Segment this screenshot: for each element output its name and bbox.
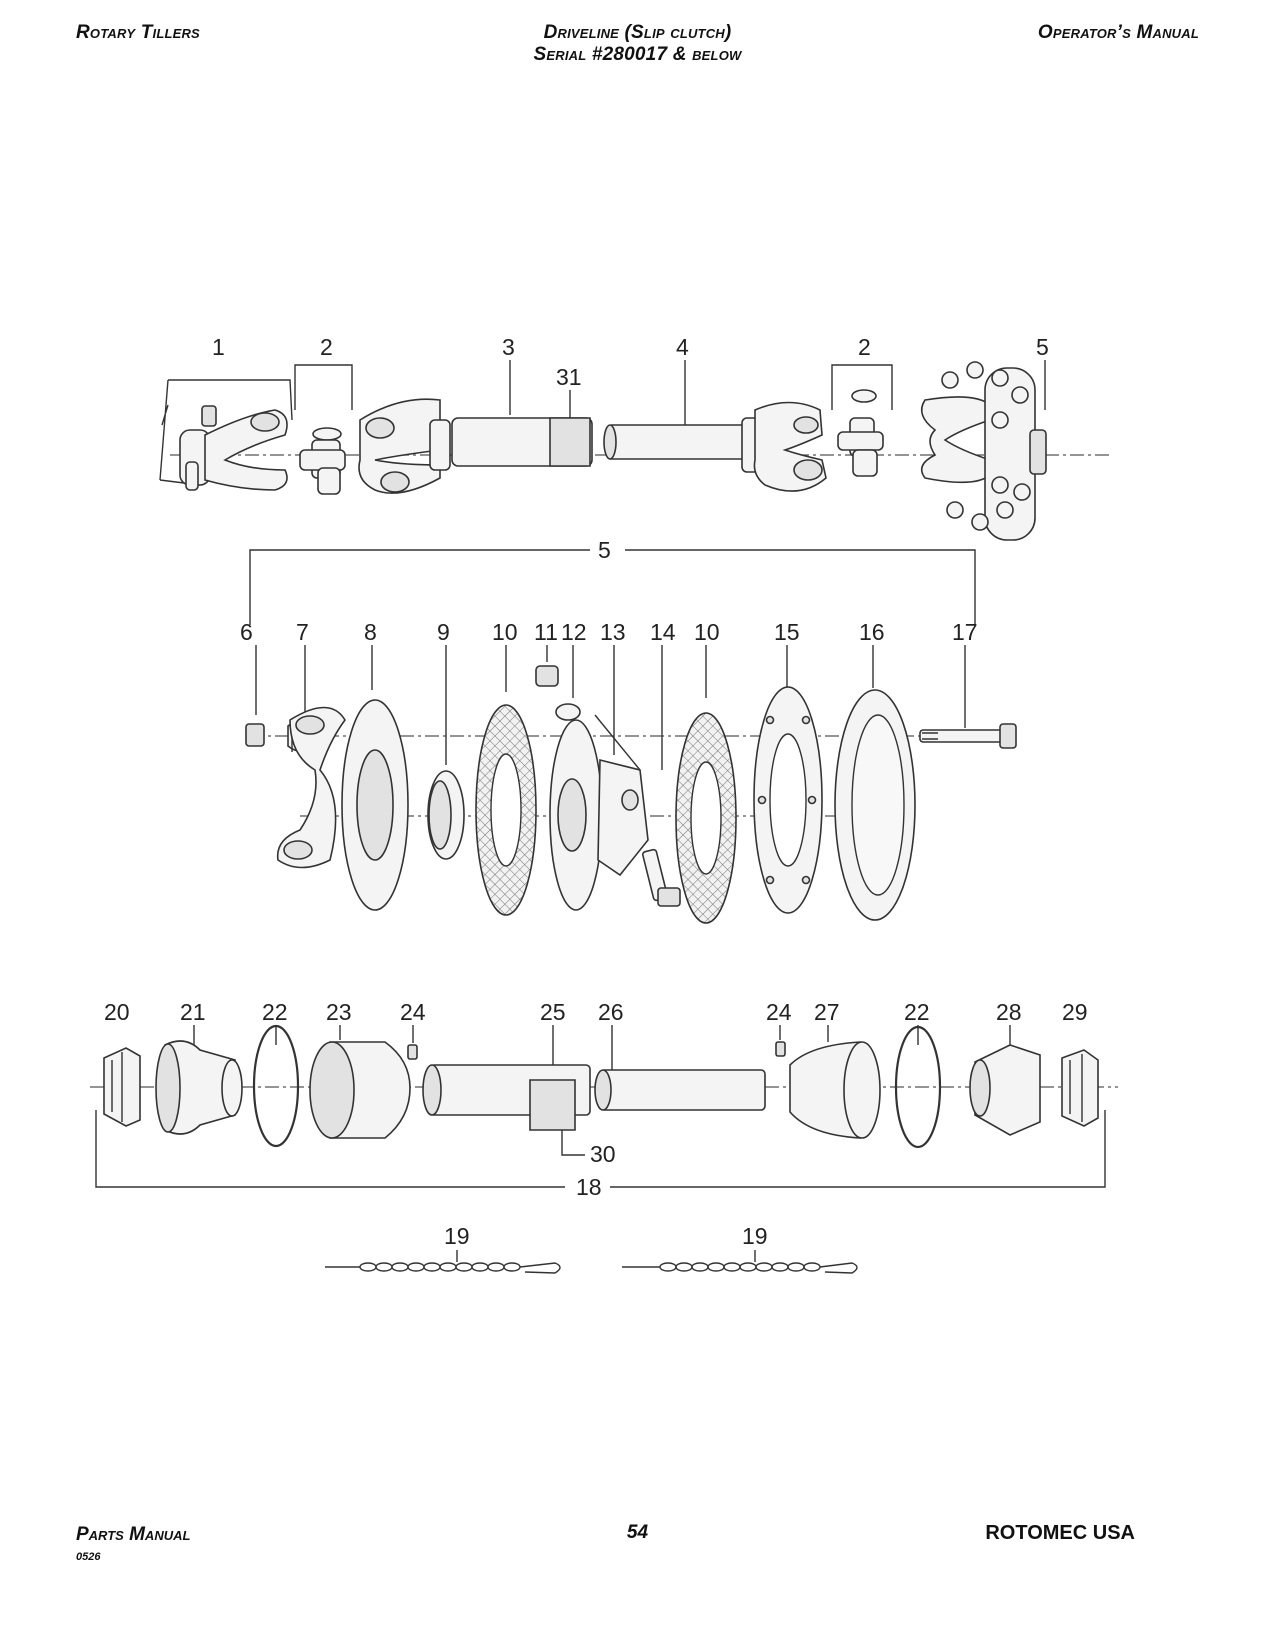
callout-5: 5 xyxy=(1036,334,1049,360)
callout-4: 4 xyxy=(676,334,689,360)
callout-31: 31 xyxy=(556,364,582,390)
callout-28: 28 xyxy=(996,999,1022,1025)
footer-right: ROTOMEC USA xyxy=(985,1522,1135,1544)
callout-17: 17 xyxy=(952,619,978,645)
header-title: Driveline (Slip clutch) xyxy=(543,22,732,43)
row-3-guard-exploded: 18 xyxy=(90,999,1118,1200)
header-subtitle: Serial #280017 & below xyxy=(533,44,742,65)
part-25-outer-guard-tube xyxy=(422,1025,591,1156)
callout-19-right: 19 xyxy=(742,1223,768,1249)
page-number: 54 xyxy=(626,1522,649,1543)
callout-13: 13 xyxy=(600,619,626,645)
part-19-chain-left xyxy=(325,1250,561,1274)
part-22-ring-left xyxy=(252,1024,300,1148)
callout-20: 20 xyxy=(104,999,130,1025)
part-26-inner-guard-tube xyxy=(594,1025,766,1111)
part-27-guard-bell-right xyxy=(789,1025,881,1139)
callout-26: 26 xyxy=(598,999,624,1025)
callout-25: 25 xyxy=(540,999,566,1025)
callout-5-group: 5 xyxy=(598,537,611,563)
footer-left: Parts Manual xyxy=(76,1524,191,1545)
callout-8: 8 xyxy=(364,619,377,645)
callout-22-right: 22 xyxy=(904,999,930,1025)
callout-14: 14 xyxy=(650,619,676,645)
part-10-friction-disc-right xyxy=(675,645,737,924)
part-12-washer xyxy=(555,645,581,721)
callout-18-group: 18 xyxy=(576,1174,602,1200)
callout-15: 15 xyxy=(774,619,800,645)
callout-27: 27 xyxy=(814,999,840,1025)
callout-24-right: 24 xyxy=(766,999,792,1025)
header-center: Driveline (Slip clutch) Serial #280017 &… xyxy=(0,22,1275,66)
callout-11: 11 xyxy=(534,619,558,645)
callout-2-right: 2 xyxy=(858,334,871,360)
exploded-driveline-diagram: 1 2 3 31 4 2 5 5 xyxy=(90,334,1118,1274)
callout-12: 12 xyxy=(561,619,587,645)
callout-7: 7 xyxy=(296,619,309,645)
callout-9: 9 xyxy=(437,619,450,645)
part-20-bearing-ring-left xyxy=(103,1047,141,1127)
part-9-bushing xyxy=(427,645,465,860)
part-inner-yoke-right xyxy=(741,401,827,492)
part-10-friction-disc-left xyxy=(475,645,537,916)
callout-16: 16 xyxy=(859,619,885,645)
callout-2-left: 2 xyxy=(320,334,333,360)
part-23-guard-bell-left xyxy=(309,1025,411,1139)
part-24-screw-left xyxy=(407,1025,418,1060)
part-inner-yoke-left xyxy=(358,398,451,494)
part-3-outer-tube xyxy=(451,360,593,467)
part-22-ring-right xyxy=(894,1025,942,1149)
part-28-guard-cone-right xyxy=(969,1025,1041,1136)
part-11-nut xyxy=(535,645,559,687)
header-left: Rotary Tillers xyxy=(76,22,200,43)
callout-29: 29 xyxy=(1062,999,1088,1025)
part-15-pressure-plate xyxy=(753,645,823,914)
part-4-inner-tube xyxy=(603,360,748,460)
callout-3: 3 xyxy=(502,334,515,360)
part-21-guard-cone-left xyxy=(155,1025,243,1135)
callout-6: 6 xyxy=(240,619,253,645)
header-right: Operator’s Manual xyxy=(1037,22,1199,43)
part-24-screw-right xyxy=(775,1025,786,1057)
part-2-cross-kit-left xyxy=(294,364,353,495)
part-16-clutch-cover xyxy=(834,645,916,921)
callout-10-left: 10 xyxy=(492,619,518,645)
part-6-nut xyxy=(245,645,265,747)
callout-22-left: 22 xyxy=(262,999,288,1025)
part-1-tractor-yoke xyxy=(159,379,293,491)
row-1-driveline: 1 2 3 31 4 2 5 xyxy=(159,334,1110,541)
footer-code: 0526 xyxy=(76,1551,101,1563)
callout-21: 21 xyxy=(180,999,206,1025)
part-14-bolt xyxy=(594,645,681,907)
callout-23: 23 xyxy=(326,999,352,1025)
callout-10-right: 10 xyxy=(694,619,720,645)
callout-24-left: 24 xyxy=(400,999,426,1025)
row-2-clutch-exploded: 5 xyxy=(240,537,1017,924)
part-13-clutch-hub xyxy=(549,645,649,911)
row-4-safety-chains: 19 19 xyxy=(325,1223,858,1274)
part-19-chain-right xyxy=(622,1250,858,1274)
part-5-slip-clutch-assembly xyxy=(920,360,1047,541)
part-8-flange-yoke xyxy=(276,645,409,911)
part-17-long-bolt xyxy=(919,645,1017,749)
callout-19-left: 19 xyxy=(444,1223,470,1249)
part-2-cross-kit-right xyxy=(831,364,893,477)
callout-30: 30 xyxy=(590,1141,616,1167)
part-29-bearing-ring-right xyxy=(1061,1049,1099,1127)
callout-1: 1 xyxy=(212,334,225,360)
